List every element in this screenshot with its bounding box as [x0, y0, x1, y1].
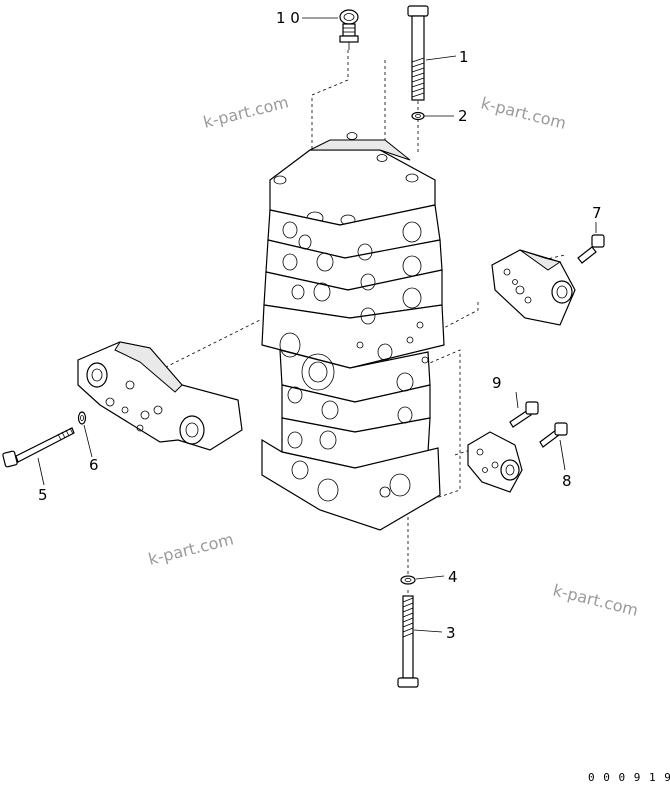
label-8: 8 [562, 472, 572, 490]
right-upper-cover-part [491, 249, 576, 326]
bolt-right-middle-part [509, 401, 539, 428]
label-10: 1 0 [276, 9, 300, 27]
washer-left-part [77, 411, 87, 425]
tie-bolt-top-part [407, 5, 429, 101]
left-end-cover-part [77, 341, 243, 451]
bolt-left-part [2, 427, 75, 468]
bolt-right-lower-part [539, 422, 568, 448]
eye-bolt-part [339, 9, 359, 50]
tie-bolt-bottom-part [397, 595, 419, 688]
label-5: 5 [38, 486, 48, 504]
watermark-top-left: k-part.com [201, 92, 290, 132]
control-valve-body [261, 132, 445, 531]
leader-lines [37, 17, 597, 633]
drawing-code: 0 0 0 9 1 9 5 8 [588, 771, 670, 784]
label-2: 2 [458, 107, 468, 125]
washer-top-part [411, 111, 425, 121]
part-number-labels: 1 2 3 4 5 6 7 8 9 1 0 [38, 9, 602, 642]
watermark-bottom-left: k-part.com [146, 529, 235, 569]
right-lower-cover-part [467, 431, 523, 493]
alignment-lines [139, 50, 566, 600]
label-4: 4 [448, 568, 458, 586]
watermark-top-right: k-part.com [479, 93, 568, 133]
label-3: 3 [446, 624, 456, 642]
washer-bottom-part [400, 575, 416, 585]
label-7: 7 [592, 204, 602, 222]
label-6: 6 [89, 456, 99, 474]
label-1: 1 [459, 48, 469, 66]
bolt-right-top-part [577, 234, 605, 264]
label-9: 9 [492, 374, 502, 392]
watermark-bottom-right: k-part.com [551, 580, 640, 620]
